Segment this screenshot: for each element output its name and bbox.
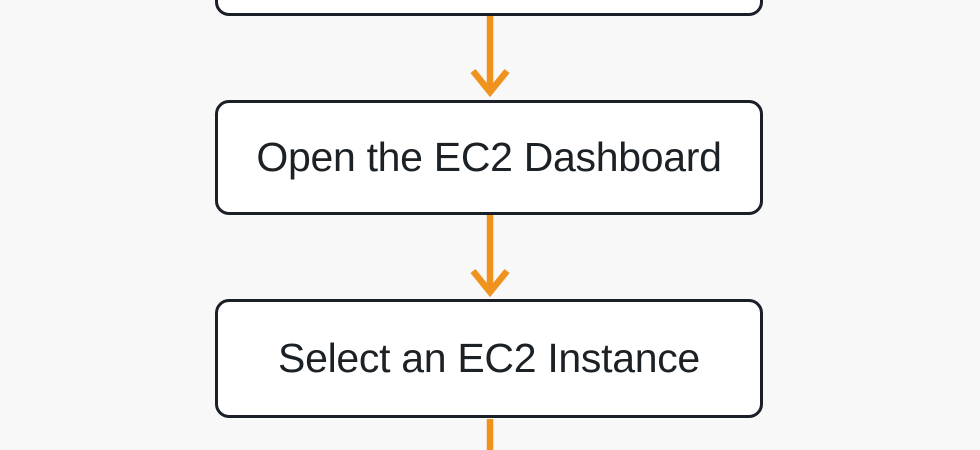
arrow-top-to-open-dashboard <box>470 16 510 98</box>
arrow-head-icon <box>470 268 510 298</box>
arrow-open-dashboard-to-select-instance <box>470 215 510 298</box>
flow-node-label: Open the EC2 Dashboard <box>256 134 722 180</box>
flow-node-open-ec2-dashboard: Open the EC2 Dashboard <box>215 100 763 215</box>
flow-node-select-ec2-instance: Select an EC2 Instance <box>215 299 763 418</box>
flow-node-partial-top <box>215 0 763 16</box>
arrow-head-icon <box>470 68 510 98</box>
flow-node-label: Select an EC2 Instance <box>278 335 700 381</box>
